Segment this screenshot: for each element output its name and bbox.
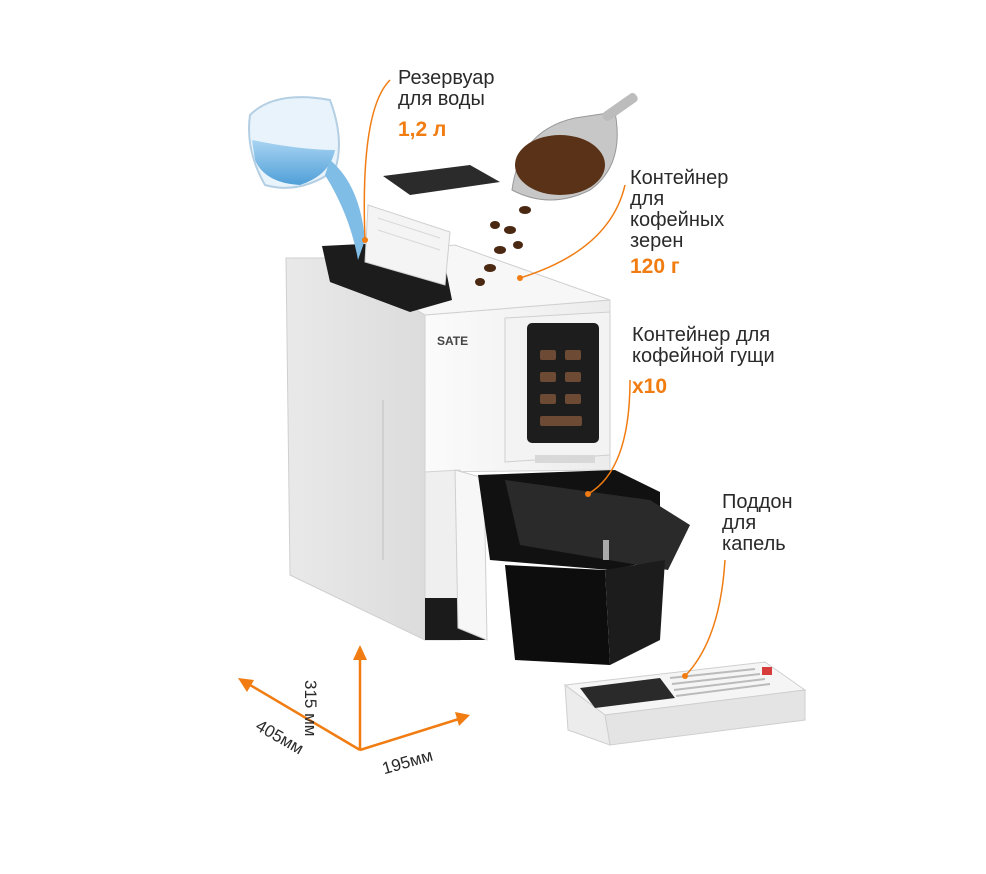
width-arrow (359, 716, 463, 752)
water-tank-callout-line (363, 79, 391, 241)
depth-arrow (244, 680, 361, 752)
bean-hopper-lid (383, 165, 500, 195)
drip-tray-label: Поддон для капель (722, 491, 793, 555)
grounds-callout-line (587, 379, 631, 495)
height-value: 315 (301, 680, 320, 709)
brand-logo: SATE (437, 334, 468, 348)
water-tank-label: Резервуар для воды (398, 67, 495, 110)
grounds-container-label: Контейнер для кофейной гущи (632, 324, 775, 367)
bean-container-callout-line (519, 184, 626, 279)
drip-tray-callout-line (684, 559, 726, 677)
dimension-arrows (244, 655, 463, 752)
height-unit: мм (301, 713, 320, 737)
grounds-container-value: x10 (632, 375, 668, 398)
water-tank-value: 1,2 л (398, 118, 447, 141)
coffee-beans-scoop (475, 93, 638, 286)
drip-tray-callout-dot (682, 673, 688, 679)
width-arrowhead (455, 712, 470, 726)
water-tank-callout-dot (362, 237, 368, 243)
water-tank (322, 204, 452, 312)
bean-container-callout-dot (517, 275, 523, 281)
grounds-callout-dot (585, 491, 591, 497)
height-arrowhead (353, 645, 367, 660)
height-dimension: 315 мм (300, 680, 320, 736)
callout-lines (363, 79, 726, 677)
drip-tray (563, 661, 807, 746)
grounds-container (478, 470, 690, 665)
service-door (454, 469, 488, 641)
control-panel (504, 311, 611, 463)
water-jug (248, 96, 365, 260)
depth-arrowhead (238, 678, 254, 692)
bean-container-value: 120 г (630, 255, 680, 278)
bean-container-label: Контейнер для кофейных зерен (630, 167, 729, 252)
